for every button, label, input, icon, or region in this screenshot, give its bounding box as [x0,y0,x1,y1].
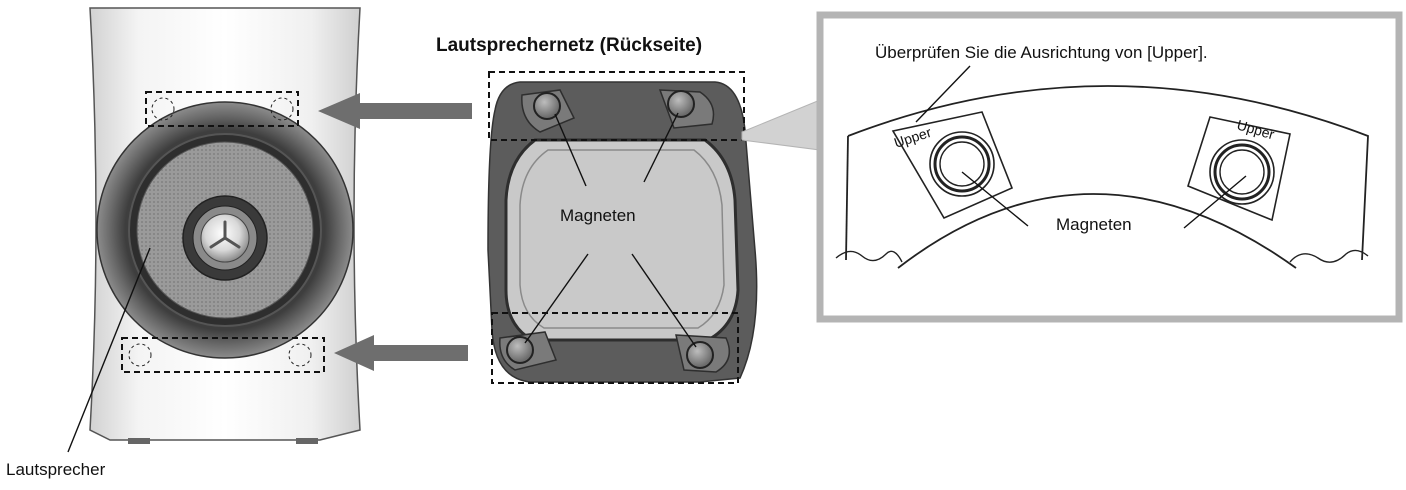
net-top-magnet-zone [488,71,745,141]
net-magnet-bottom-right [675,334,731,373]
speaker-net-mesh-inner [519,149,725,329]
net-bottom-magnet-zone [491,312,739,384]
speaker-label: Lautsprecher [6,460,106,479]
speaker-magnet-spot [288,343,312,367]
magnets-label-detail: Magneten [1056,215,1132,234]
speaker-bottom-magnet-zone [121,337,325,373]
zoom-connector [741,99,821,151]
detail-view [816,11,1403,323]
detail-arch-inner [897,193,1297,269]
speaker-magnet-spot [151,97,175,121]
check-upper-note: Überprüfen Sie die Ausrichtung von [Uppe… [875,43,1208,62]
speaker-top-magnet-zone [145,91,299,127]
speaker-foot-right [296,438,318,444]
speaker-magnet-spot [128,343,152,367]
detail-arch-left-side [845,135,849,261]
detail-magnet-left [891,111,1014,220]
speaker-net-mesh [504,138,740,342]
detail-magnet-right [1187,116,1291,222]
speaker-leader-line [67,247,151,453]
speaker-net-illustration [487,71,758,384]
speaker-net-title: Lautsprechernetz (Rückseite) [436,35,702,56]
speaker-magnet-spot [270,97,294,121]
arrow-bottom [334,335,468,371]
net-magnet-leader-lines [524,112,697,348]
arrow-top [318,93,472,129]
detail-wavy-right [1289,249,1369,263]
net-magnet-top-left [521,89,576,133]
magnets-label-net: Magneten [560,206,636,225]
tweeter-phase-plug [209,220,241,249]
net-magnet-bottom-left [499,331,558,371]
detail-leader-lines [915,65,1247,229]
speaker-illustration [67,7,361,453]
detail-wavy-left [835,250,903,263]
attach-arrows [318,93,472,371]
detail-arch-outer [847,85,1369,261]
speaker-foot-left [128,438,150,444]
net-magnet-top-right [658,89,715,129]
